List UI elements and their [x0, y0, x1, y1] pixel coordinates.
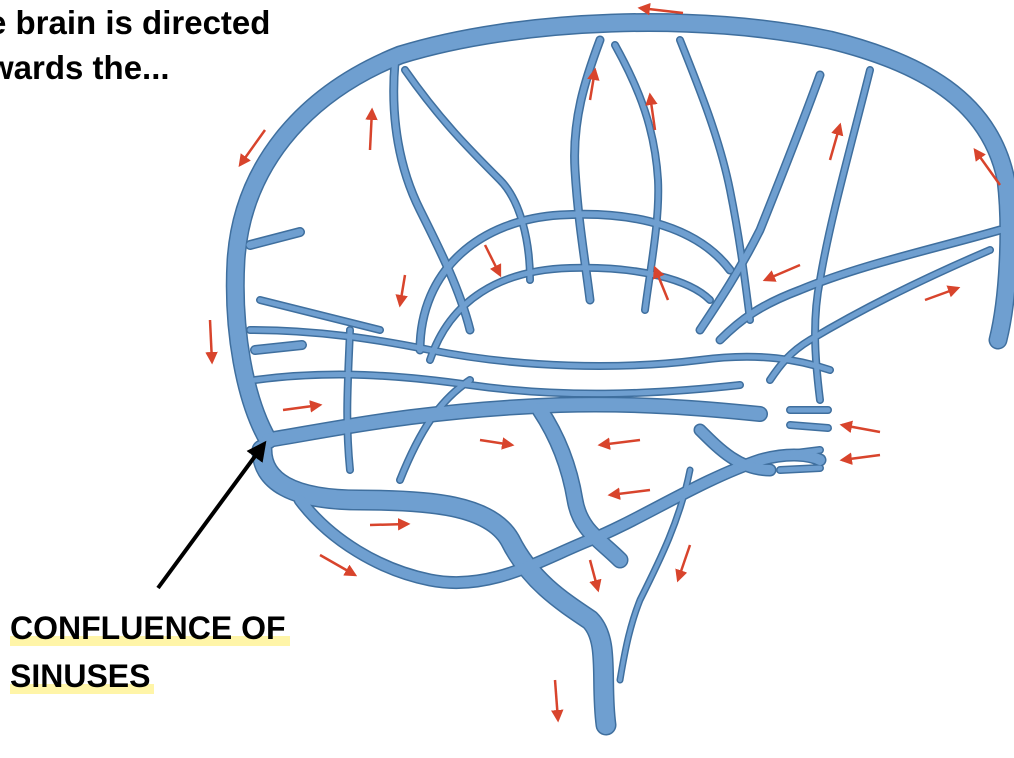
flow-arrow-10 [205, 319, 218, 365]
flow-arrow-22 [675, 544, 692, 583]
flow-arrow-11 [282, 400, 323, 413]
flow-arrow-16 [924, 285, 961, 302]
flow-arrow-3 [365, 107, 378, 151]
caption-line-2: wards the... [0, 49, 170, 86]
flow-arrow-17 [839, 420, 881, 434]
flow-arrow-24 [652, 265, 670, 301]
flow-arrow-1 [637, 2, 684, 16]
lower-branch-outline [396, 376, 474, 484]
caption-text: e brain is directed wards the... [0, 0, 348, 90]
vertical-branch [344, 327, 353, 473]
cortical-vein-7-outline [811, 66, 874, 404]
transverse-sinus [253, 441, 615, 734]
straight-sinus [261, 398, 767, 447]
flow-arrow-2 [238, 129, 267, 168]
cavernous-branch [695, 425, 775, 475]
internal-arc-2 [427, 265, 713, 363]
flow-arrow-13 [597, 437, 641, 450]
frontal-stub-2 [251, 341, 306, 354]
internal-arc-5 [257, 297, 383, 333]
cortical-vein-7 [812, 67, 873, 403]
cortical-vein-5 [677, 37, 753, 323]
great-vein [533, 403, 627, 567]
internal-arc-1 [417, 211, 733, 353]
flow-arrow-5 [483, 244, 502, 278]
vein-network [227, 14, 1014, 734]
lower-branch [397, 377, 473, 483]
cortical-vein-1 [390, 59, 473, 333]
flow-arrow-23 [551, 679, 564, 723]
flow-arrow-14 [607, 487, 651, 500]
inferior-branch [295, 450, 825, 588]
cortical-vein-4 [612, 42, 661, 313]
flow-arrow-4 [395, 274, 408, 308]
flow-arrow-12 [479, 437, 515, 450]
flow-arrow-20 [319, 553, 358, 577]
confluence-of-sinuses-label: CONFLUENCE OF SINUSES [10, 610, 290, 706]
internal-arc-3 [247, 327, 833, 373]
flow-arrows [205, 2, 1002, 723]
flow-arrow-6 [587, 67, 600, 101]
cortical-vein-2 [402, 67, 533, 283]
flow-arrow-15 [762, 263, 801, 282]
internal-arc-2-outline [426, 263, 714, 364]
internal-arc-4 [252, 372, 743, 397]
flow-arrow-9 [973, 147, 1002, 186]
frontal-stub-1 [246, 228, 304, 249]
cortical-vein-6 [697, 72, 823, 333]
cortical-vein-5-outline [676, 36, 754, 324]
caption-line-1: e brain is directed [0, 4, 271, 41]
flow-arrow-18 [839, 452, 881, 465]
temporal-branch [618, 468, 692, 682]
pointer-arrow [156, 440, 267, 590]
superior-sagittal-sinus [227, 14, 1014, 448]
cortical-vein-8-outline [715, 225, 1005, 345]
posterior-branch [777, 407, 831, 473]
flow-arrow-19 [369, 518, 411, 531]
cortical-vein-8 [717, 227, 1003, 343]
label-line-2: SINUSES [10, 658, 155, 694]
flow-arrow-7 [645, 92, 658, 131]
label-line-1: CONFLUENCE OF [10, 610, 290, 646]
flow-arrow-8 [828, 122, 844, 161]
flow-arrow-21 [588, 559, 602, 593]
